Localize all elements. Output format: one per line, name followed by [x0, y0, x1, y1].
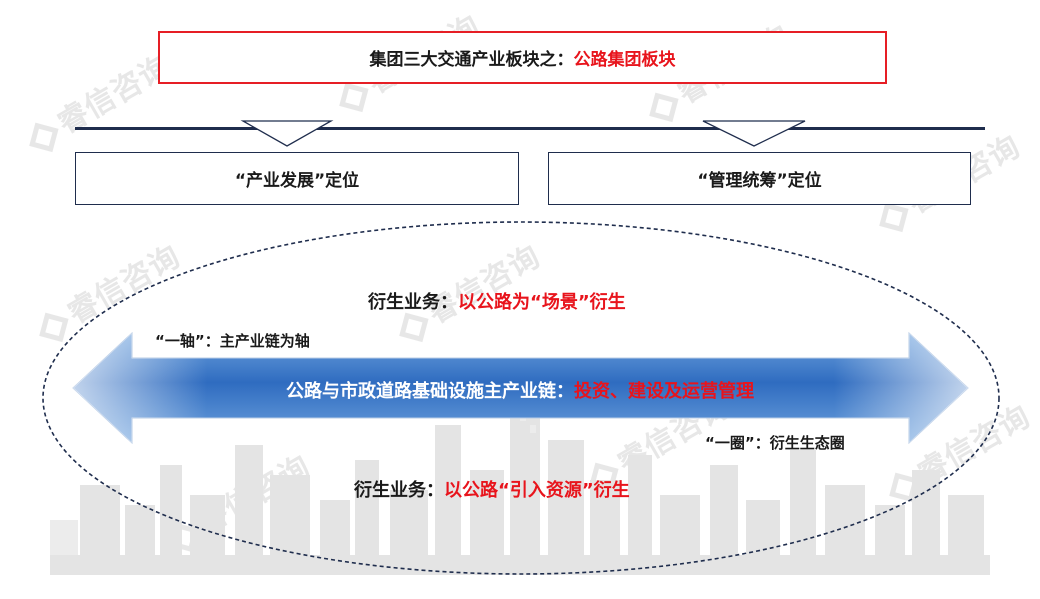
- left-down-triangle: [240, 120, 334, 147]
- title-box: 集团三大交通产业板块之：公路集团板块: [158, 31, 887, 84]
- main-chain-arrow-highlight: [73, 333, 968, 443]
- title-prefix: 集团三大交通产业板块之：: [369, 50, 574, 70]
- top-business-label: 衍生业务：: [368, 292, 458, 313]
- bottom-business-highlight: 以公路“引入资源”衍生: [444, 480, 630, 501]
- positioning-right-label: “管理统筹”定位: [697, 171, 822, 191]
- top-business-highlight: 以公路为“场景”衍生: [458, 292, 626, 313]
- main-chain-line: 公路与市政道路基础设施主产业链：投资、建设及运营管理: [0, 377, 1040, 403]
- main-chain-highlight: 投资、建设及运营管理: [574, 381, 754, 402]
- axis-label: “一轴”：主产业链为轴: [155, 332, 310, 350]
- right-down-triangle: [702, 120, 806, 147]
- positioning-box-management: “管理统筹”定位: [548, 152, 971, 205]
- ecosystem-ellipse: [42, 221, 1000, 575]
- positioning-left-label: “产业发展”定位: [234, 171, 360, 191]
- top-business-line: 衍生业务：以公路为“场景”衍生: [368, 288, 626, 314]
- divider-line: [75, 127, 985, 130]
- title-highlight: 公路集团板块: [573, 50, 676, 70]
- circle-label: “一圈”：衍生生态圈: [705, 434, 845, 452]
- positioning-box-industry: “产业发展”定位: [75, 152, 519, 205]
- city-skyline-illustration: [50, 405, 990, 575]
- main-chain-label: 公路与市政道路基础设施主产业链：: [286, 381, 574, 402]
- bottom-business-label: 衍生业务：: [354, 480, 444, 501]
- bottom-business-line: 衍生业务：以公路“引入资源”衍生: [354, 476, 630, 502]
